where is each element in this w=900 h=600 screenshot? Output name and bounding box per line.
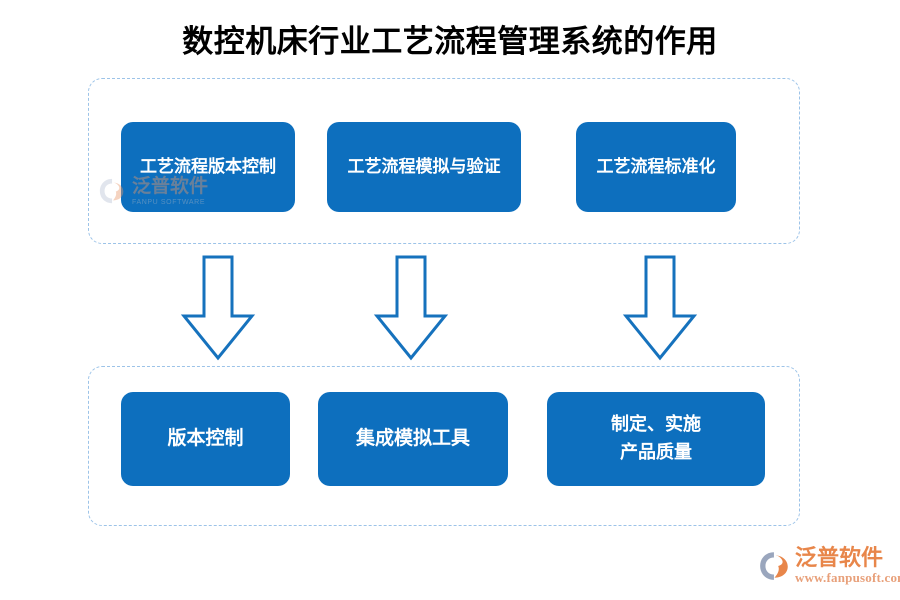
bottom-card-0-line-0: 版本控制 [167, 427, 244, 450]
bottom-card-0[interactable]: 版本控制 [121, 392, 290, 486]
bottom-card-2-line-1: 产品质量 [620, 442, 692, 463]
top-card-0[interactable]: 工艺流程版本控制 [121, 122, 295, 212]
top-card-2-line-0: 工艺流程标准化 [596, 156, 716, 177]
bottom-card-1[interactable]: 集成模拟工具 [318, 392, 508, 486]
down-arrow-icon-0 [180, 255, 256, 361]
bottom-card-2[interactable]: 制定、实施 产品质量 [547, 392, 765, 486]
top-card-2[interactable]: 工艺流程标准化 [576, 122, 736, 212]
page-title: 数控机床行业工艺流程管理系统的作用 [182, 24, 718, 60]
logo-url: www.fanpusoft.com [795, 569, 900, 585]
top-card-0-line-0: 工艺流程版本控制 [140, 156, 276, 177]
down-arrow-icon-1 [373, 255, 449, 361]
bottom-card-1-line-0: 集成模拟工具 [355, 427, 470, 450]
down-arrow-icon-2 [622, 255, 698, 361]
bottom-card-2-line-0: 制定、实施 [611, 414, 701, 436]
bottom-group-container [88, 366, 800, 526]
fanpu-logo-icon [760, 552, 788, 580]
top-card-1-line-0: 工艺流程模拟与验证 [347, 156, 501, 177]
fanpu-logo: 泛普软件 www.fanpusoft.com [758, 542, 900, 590]
top-card-1[interactable]: 工艺流程模拟与验证 [327, 122, 521, 212]
top-group-container [88, 78, 800, 244]
logo-name: 泛普软件 [795, 545, 884, 571]
